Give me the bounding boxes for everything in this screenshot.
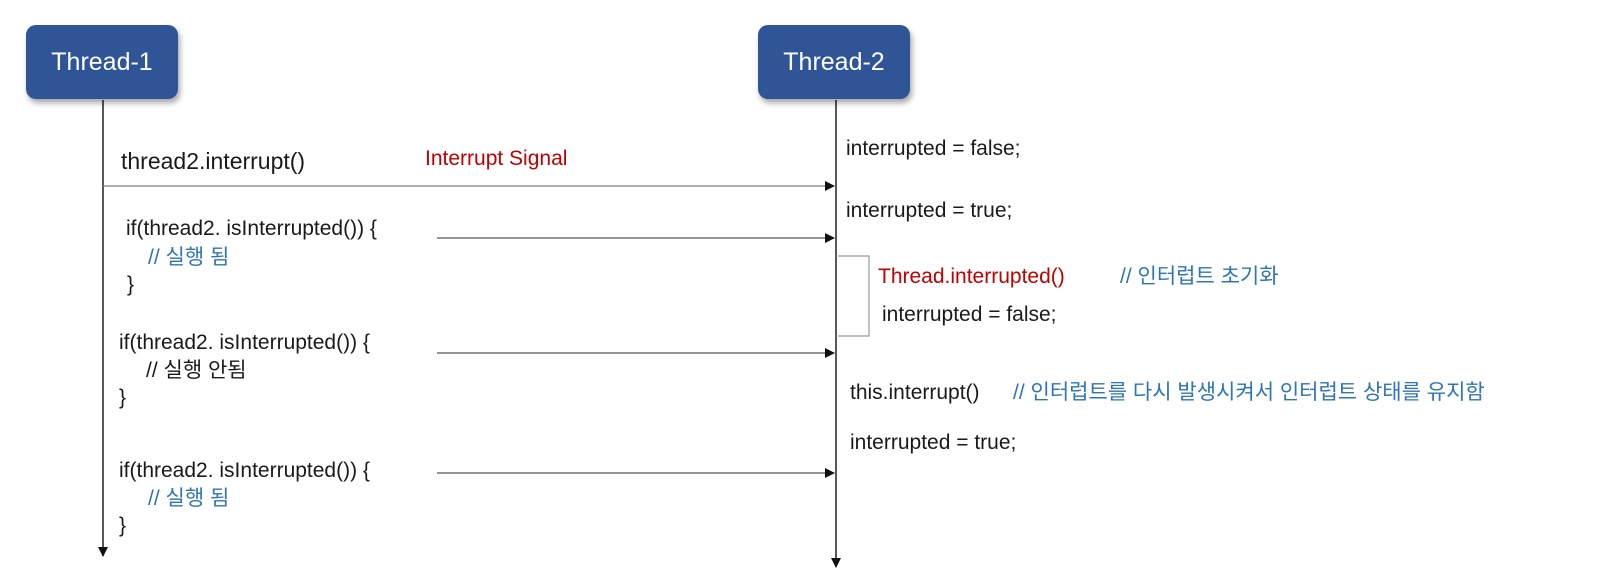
state-interrupted-true-1: interrupted = true; xyxy=(846,199,1013,222)
thread1-label: Thread-1 xyxy=(51,47,153,76)
block2-close: } xyxy=(119,386,127,409)
thread1-box: Thread-1 xyxy=(26,25,178,99)
reinterrupt-comment: // 인터럽트를 다시 발생시켜서 인터럽트 상태를 유지함 xyxy=(1013,381,1485,404)
state-interrupted-true-2: interrupted = true; xyxy=(850,431,1017,454)
reset-call: Thread.interrupted() xyxy=(878,265,1065,288)
state-interrupted-false-1: interrupted = false; xyxy=(846,137,1021,160)
thread2-label: Thread-2 xyxy=(783,47,885,76)
block3-close: } xyxy=(119,514,127,537)
block1-comment: // 실행 됨 xyxy=(148,246,230,269)
block2-comment: // 실행 안됨 xyxy=(146,359,247,382)
reset-bracket xyxy=(838,255,870,337)
block1-if: if(thread2. isInterrupted()) { xyxy=(126,217,377,240)
block1-close: } xyxy=(127,273,135,296)
block3-comment: // 실행 됨 xyxy=(148,487,230,510)
reinterrupt-call: this.interrupt() xyxy=(850,381,980,404)
state-interrupted-false-2: interrupted = false; xyxy=(882,303,1057,326)
reset-comment: // 인터럽트 초기화 xyxy=(1120,265,1279,288)
thread2-box: Thread-2 xyxy=(758,25,910,99)
block3-if: if(thread2. isInterrupted()) { xyxy=(119,459,370,482)
interrupt-call: thread2.interrupt() xyxy=(121,148,306,174)
interrupt-signal-label: Interrupt Signal xyxy=(425,147,568,170)
block2-if: if(thread2. isInterrupted()) { xyxy=(119,331,370,354)
